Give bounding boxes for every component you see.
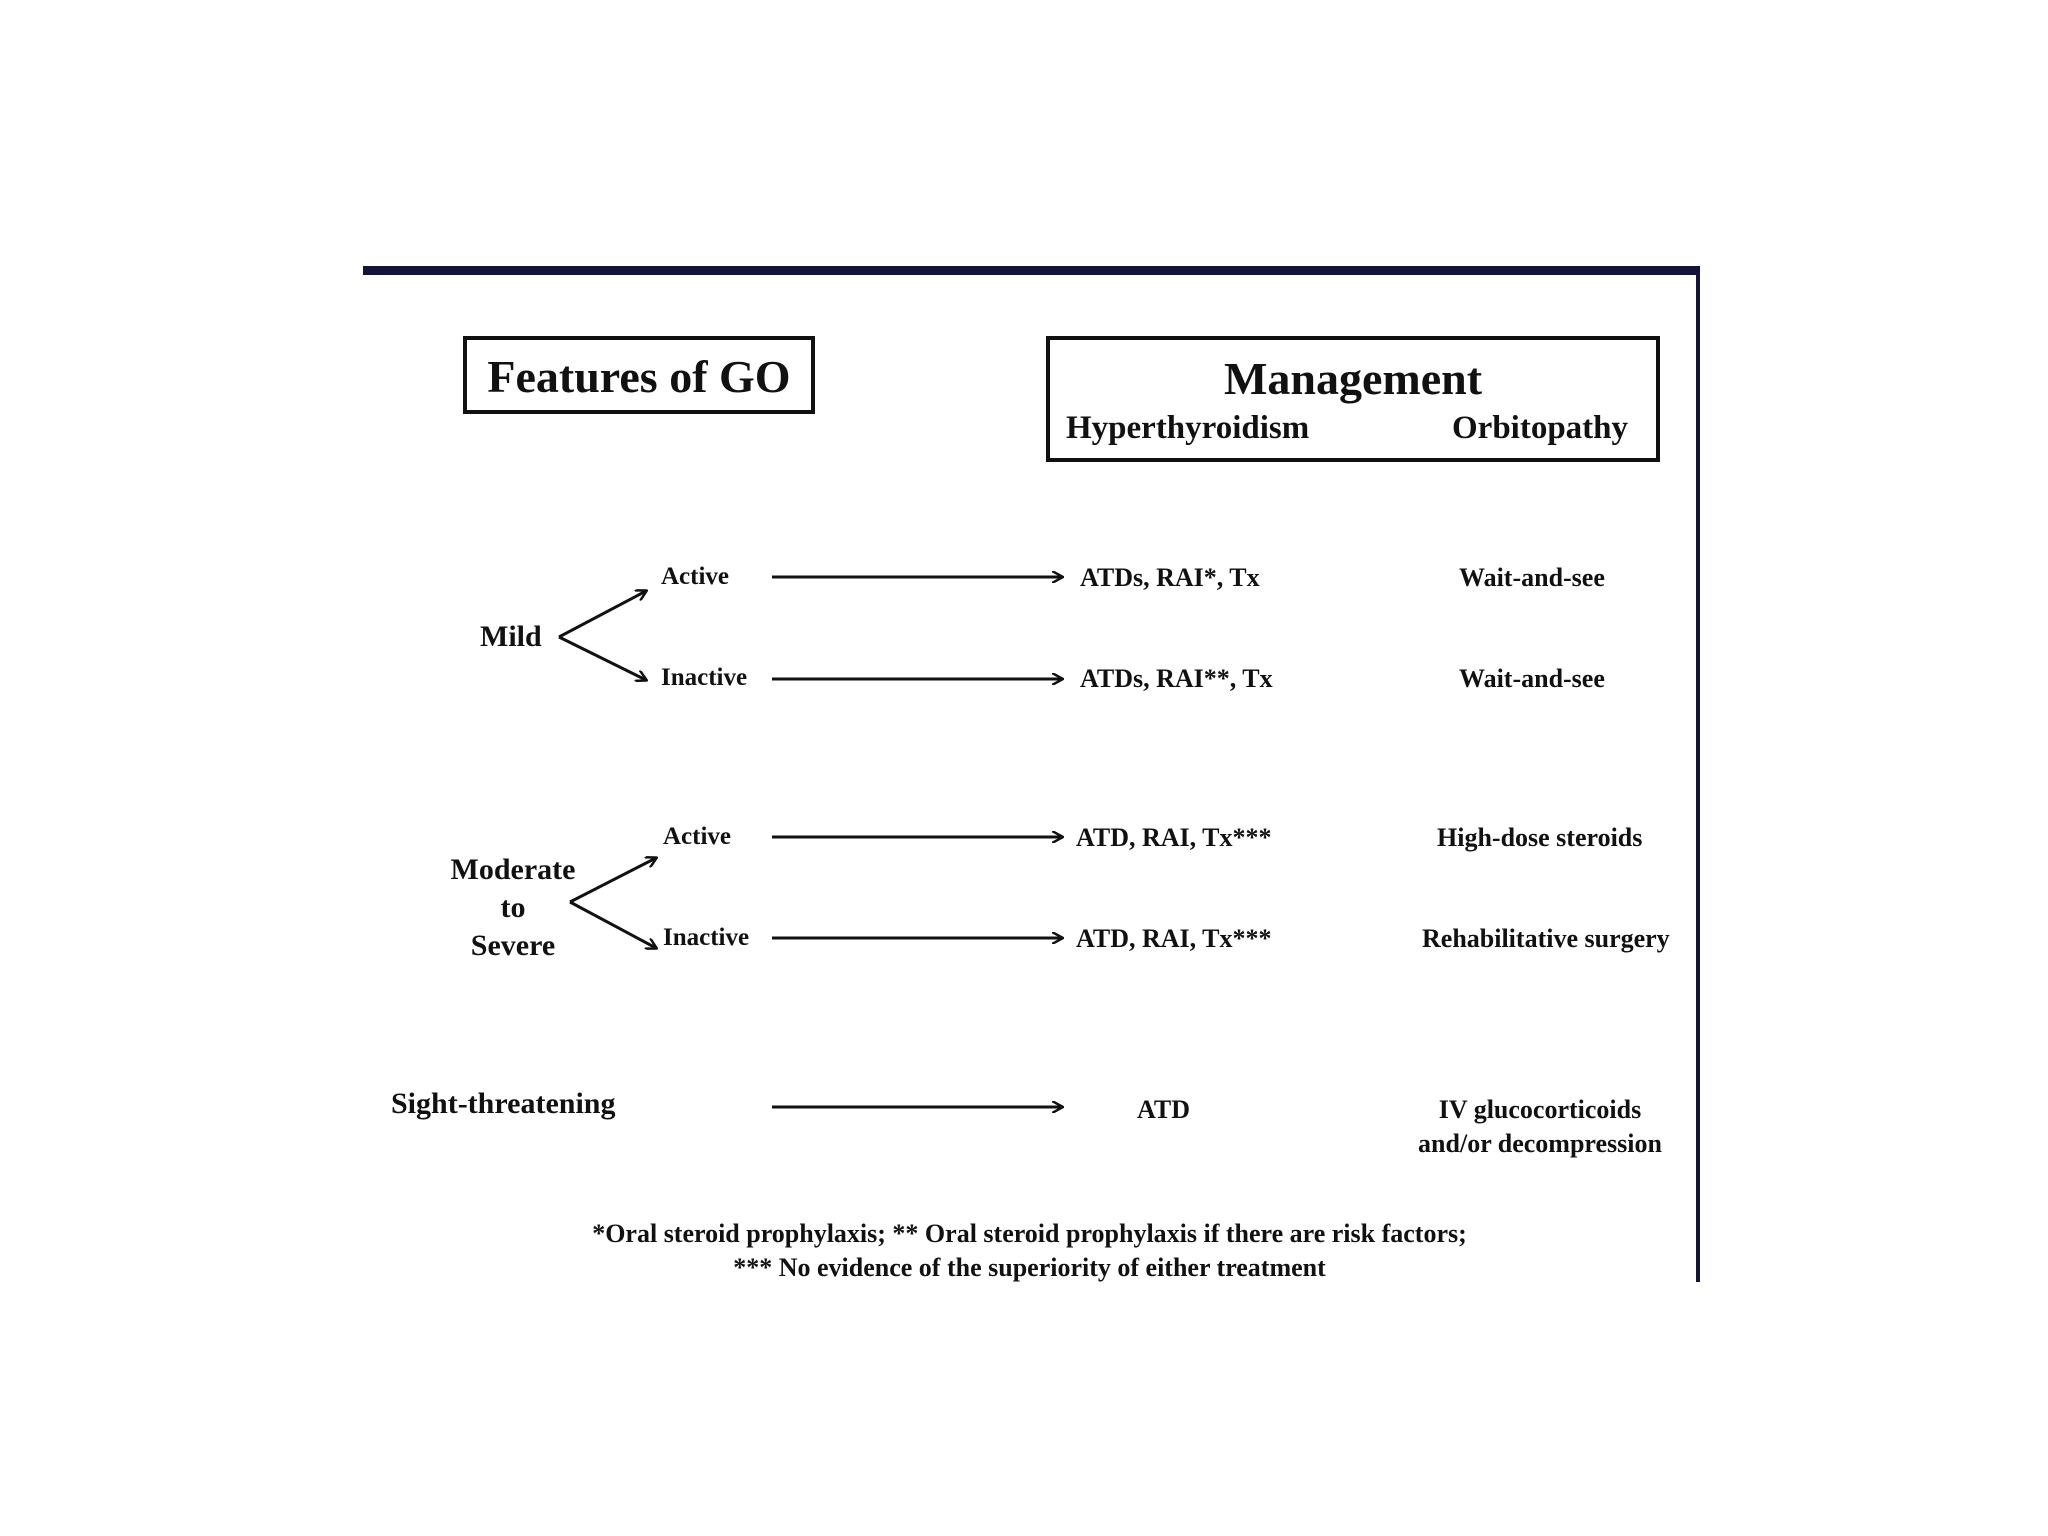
mild-fork-arrows (558, 591, 646, 680)
moderate-active-orbitopathy: High-dose steroids (1437, 823, 1643, 852)
sight-threatening-orbitopathy-line1: IV glucocorticoids (1438, 1095, 1642, 1124)
moderate-inactive-orbitopathy: Rehabilitative surgery (1422, 924, 1670, 953)
features-box: Features of GO (463, 336, 815, 414)
moderate-active-label: Active (663, 823, 732, 850)
stage-moderate-label-line1: Moderate (450, 853, 576, 886)
features-title: Features of GO (487, 351, 791, 402)
moderate-active-hyperthyroidism: ATD, RAI, Tx*** (1076, 823, 1272, 852)
mild-inactive-orbitopathy: Wait-and-see (1459, 664, 1605, 693)
moderate-inactive-label: Inactive (663, 924, 750, 951)
column-hyperthyroidism: Hyperthyroidism (1066, 410, 1310, 446)
mild-active-orbitopathy: Wait-and-see (1459, 563, 1605, 592)
mild-to-inactive-arrow (558, 635, 646, 680)
stage-sight-threatening-label: Sight-threatening (391, 1087, 616, 1120)
column-orbitopathy: Orbitopathy (1452, 410, 1629, 446)
stage-mild-label: Mild (480, 620, 542, 653)
mild-active-label: Active (661, 563, 730, 590)
moderate-to-inactive-arrow (569, 900, 656, 948)
moderate-inactive-hyperthyroidism: ATD, RAI, Tx*** (1076, 924, 1272, 953)
mild-active-hyperthyroidism: ATDs, RAI*, Tx (1080, 563, 1260, 592)
moderate-to-active-arrow (569, 858, 656, 904)
moderate-fork-arrows (569, 858, 656, 948)
mild-inactive-label: Inactive (661, 664, 748, 691)
management-box: Management Hyperthyroidism Orbitopathy (1046, 336, 1660, 462)
sight-threatening-orbitopathy-line2: and/or decompression (1418, 1129, 1662, 1158)
frame-top-rule (363, 266, 1700, 275)
mild-inactive-hyperthyroidism: ATDs, RAI**, Tx (1080, 664, 1273, 693)
stage-moderate-label-line2: to (500, 891, 526, 924)
footnote-line2: *** No evidence of the superiority of ei… (733, 1253, 1326, 1282)
management-title: Management (1223, 353, 1483, 404)
sight-threatening-hyperthyroidism: ATD (1137, 1095, 1190, 1124)
mild-to-active-arrow (558, 591, 646, 639)
frame-right-rule (1696, 266, 1700, 1282)
footnote-line1: *Oral steroid prophylaxis; ** Oral stero… (592, 1219, 1467, 1248)
stage-moderate-label-line3: Severe (470, 929, 556, 962)
